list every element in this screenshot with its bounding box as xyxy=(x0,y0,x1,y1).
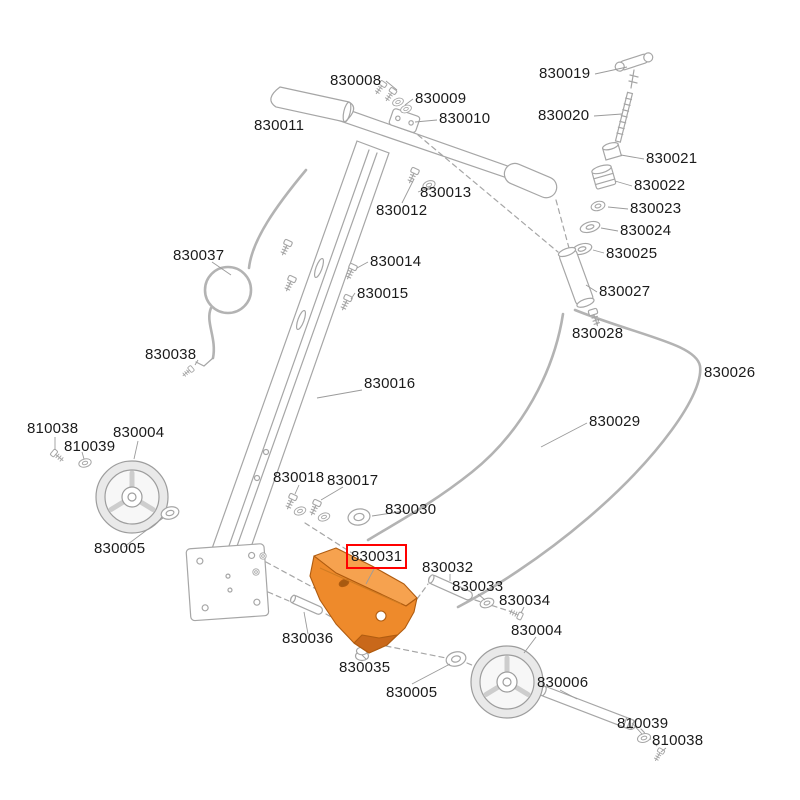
part-label-830008-0[interactable]: 830008 xyxy=(330,72,382,89)
part-label-830010-3[interactable]: 830010 xyxy=(439,110,491,127)
axle-rod-830036 xyxy=(289,594,324,615)
mounting-plate xyxy=(185,543,270,622)
part-label-830033-31[interactable]: 830033 xyxy=(452,578,504,595)
cable-end-fitting xyxy=(195,357,214,367)
part-label-830030-27[interactable]: 830030 xyxy=(385,501,437,518)
part-label-830023-10[interactable]: 830023 xyxy=(630,200,682,217)
part-label-830012-9[interactable]: 830012 xyxy=(376,202,428,219)
part-label-830028-17[interactable]: 830028 xyxy=(572,325,624,342)
highlighted-part-830031 xyxy=(309,547,418,654)
part-label-830034-32[interactable]: 830034 xyxy=(499,592,551,609)
part-label-830020-5[interactable]: 830020 xyxy=(538,107,590,124)
part-label-810039-38[interactable]: 810039 xyxy=(617,715,669,732)
leader-lines xyxy=(54,66,667,753)
part-label-810038-39[interactable]: 810038 xyxy=(652,732,704,749)
axle-rod-830032 xyxy=(427,574,473,601)
adjuster-assembly xyxy=(557,52,654,328)
part-label-830029-24[interactable]: 830029 xyxy=(589,413,641,430)
part-label-830011-2[interactable]: 830011 xyxy=(254,117,305,134)
part-label-830016-20[interactable]: 830016 xyxy=(364,375,416,392)
part-label-830013-8[interactable]: 830013 xyxy=(420,184,472,201)
cables xyxy=(203,168,702,609)
part-label-830032-30[interactable]: 830032 xyxy=(422,559,474,576)
part-label-830017-26[interactable]: 830017 xyxy=(327,472,379,489)
part-label-810038-21[interactable]: 810038 xyxy=(27,420,79,437)
part-label-830021-6[interactable]: 830021 xyxy=(646,150,698,167)
part-label-830025-14[interactable]: 830025 xyxy=(606,245,658,262)
part-label-830027-16[interactable]: 830027 xyxy=(599,283,651,300)
part-label-830019-4[interactable]: 830019 xyxy=(539,65,591,82)
handlebar xyxy=(270,86,558,199)
part-label-830006-37[interactable]: 830006 xyxy=(537,674,589,691)
part-label-830015-15[interactable]: 830015 xyxy=(357,285,409,302)
part-label-830009-1[interactable]: 830009 xyxy=(415,90,467,107)
part-label-830018-25[interactable]: 830018 xyxy=(273,469,325,486)
part-label-830024-11[interactable]: 830024 xyxy=(620,222,672,239)
part-label-830005-36[interactable]: 830005 xyxy=(386,684,438,701)
part-label-830037-12[interactable]: 830037 xyxy=(173,247,225,264)
cable-grommet xyxy=(347,508,371,526)
part-label-830031-29[interactable]: 830031 xyxy=(345,544,408,569)
part-label-830035-35[interactable]: 830035 xyxy=(339,659,391,676)
part-label-830038-18[interactable]: 830038 xyxy=(145,346,197,363)
part-label-830022-7[interactable]: 830022 xyxy=(634,177,686,194)
part-label-810039-23[interactable]: 810039 xyxy=(64,438,116,455)
part-label-830014-13[interactable]: 830014 xyxy=(370,253,422,270)
part-label-830004-22[interactable]: 830004 xyxy=(113,424,165,441)
machine-frame xyxy=(49,52,702,763)
part-label-830005-28[interactable]: 830005 xyxy=(94,540,146,557)
part-label-830026-19[interactable]: 830026 xyxy=(704,364,756,381)
part-label-830036-34[interactable]: 830036 xyxy=(282,630,334,647)
main-shaft-tube xyxy=(208,140,390,571)
part-label-830004-33[interactable]: 830004 xyxy=(511,622,563,639)
